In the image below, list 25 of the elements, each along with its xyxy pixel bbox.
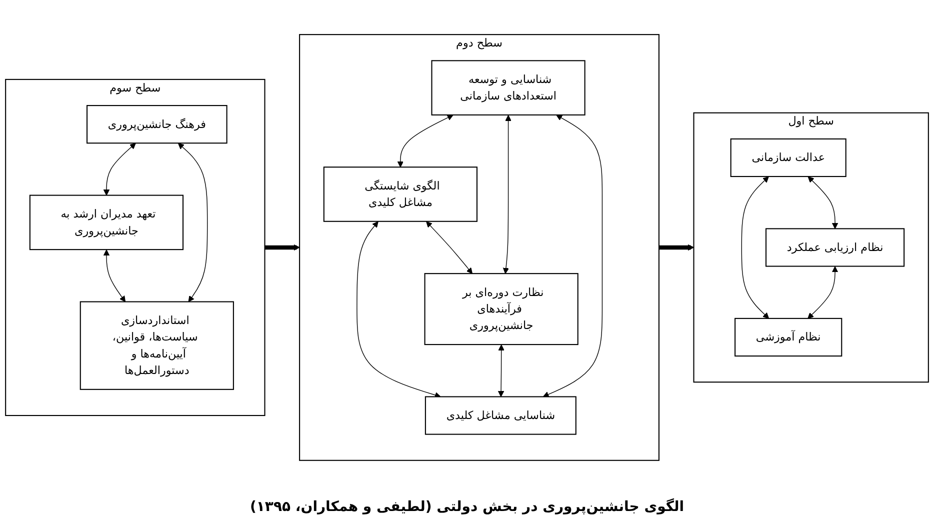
node-box: شناسایی و توسعه استعدادهای سازمانی bbox=[431, 60, 586, 116]
node-box: الگوی شایستگی مشاغل کلیدی bbox=[323, 166, 478, 222]
arrow bbox=[498, 344, 504, 398]
node-box: تعهد مدیران ارشد به جانشین‌پروری bbox=[29, 194, 184, 250]
arrow bbox=[542, 114, 603, 398]
arrow bbox=[264, 244, 300, 251]
node-box: نظارت دوره‌ای بر فرآیندهای جانشین‌پروری bbox=[424, 273, 578, 346]
arrow bbox=[502, 114, 512, 274]
node-box: استانداردسازی سیاست‌ها، قوانین، آیین‌نامه‌ها و دستورالعمل‌ها bbox=[80, 301, 234, 390]
node-box: نظام ارزیابی عملکرد bbox=[765, 228, 905, 267]
arrow bbox=[808, 176, 838, 229]
node-box: فرهنگ جانشین‌پروری bbox=[86, 105, 228, 144]
arrow bbox=[741, 176, 770, 319]
arrow bbox=[397, 114, 454, 168]
arrow bbox=[426, 221, 473, 274]
node-box: نظام آموزشی bbox=[734, 318, 842, 357]
node-box: عدالت سازمانی bbox=[730, 138, 846, 178]
arrow bbox=[658, 244, 694, 251]
caption: الگوی جانشین‌پروری در بخش دولتی (لطیفی و همکاران، ۱۳۹۵) bbox=[250, 497, 684, 517]
arrow bbox=[103, 250, 126, 302]
arrow bbox=[808, 266, 838, 319]
arrow bbox=[178, 143, 208, 302]
node-box: شناسایی مشاغل کلیدی bbox=[424, 396, 576, 435]
arrow bbox=[356, 221, 441, 398]
arrow bbox=[103, 143, 136, 196]
